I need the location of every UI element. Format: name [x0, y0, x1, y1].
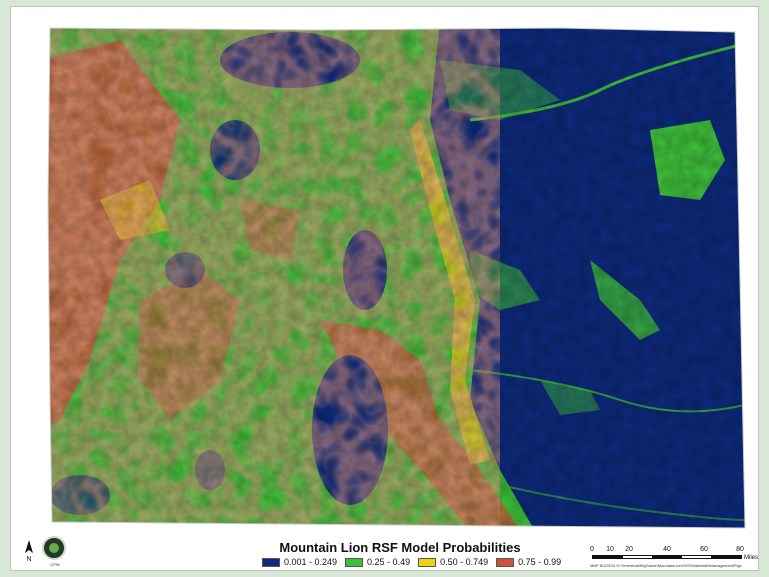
map-source-note: MAP 8/1/2014 S:\Terrestrial\BigGame\Moun… — [590, 563, 742, 568]
legend-label: 0.25 - 0.49 — [367, 557, 411, 567]
cpw-logo — [42, 536, 66, 560]
legend-item: 0.25 - 0.49 — [345, 557, 410, 567]
scale-tick: 0 — [590, 546, 594, 553]
logo-emblem-icon — [49, 543, 59, 553]
legend-label: 0.001 - 0.249 — [284, 557, 338, 567]
north-arrow-icon — [25, 540, 33, 553]
legend-item: 0.50 - 0.749 — [418, 557, 488, 567]
north-arrow: N — [22, 540, 36, 563]
legend-item: 0.001 - 0.249 — [262, 557, 337, 567]
legend-swatch — [345, 557, 364, 567]
legend-label: 0.50 - 0.749 — [440, 557, 489, 567]
scale-bar-graphic — [592, 555, 742, 559]
legend-swatch — [262, 557, 280, 567]
scale-bar: 0 10 20 40 60 80 Miles MAP 8/1/2014 S:\T… — [590, 546, 758, 570]
legend-title: Mountain Lion RSF Model Probabilities — [279, 540, 521, 555]
scale-tick: 10 — [606, 546, 614, 553]
scale-tick: 80 — [736, 546, 744, 553]
north-label: N — [26, 556, 32, 563]
legend-item: 0.75 - 0.99 — [496, 557, 561, 567]
state-raster — [48, 28, 745, 528]
scale-tick: 20 — [625, 546, 633, 553]
legend-label: 0.75 - 0.99 — [518, 557, 562, 567]
legend: 0.001 - 0.249 0.25 - 0.49 0.50 - 0.749 0… — [262, 556, 561, 568]
scale-unit: Miles — [744, 555, 759, 561]
scale-tick: 40 — [663, 546, 671, 553]
legend-swatch — [418, 557, 437, 567]
scale-ticks: 0 10 20 40 60 80 — [590, 546, 750, 554]
legend-swatch — [496, 557, 515, 567]
scale-tick: 60 — [700, 546, 708, 553]
logo-text: CPW — [50, 562, 60, 567]
